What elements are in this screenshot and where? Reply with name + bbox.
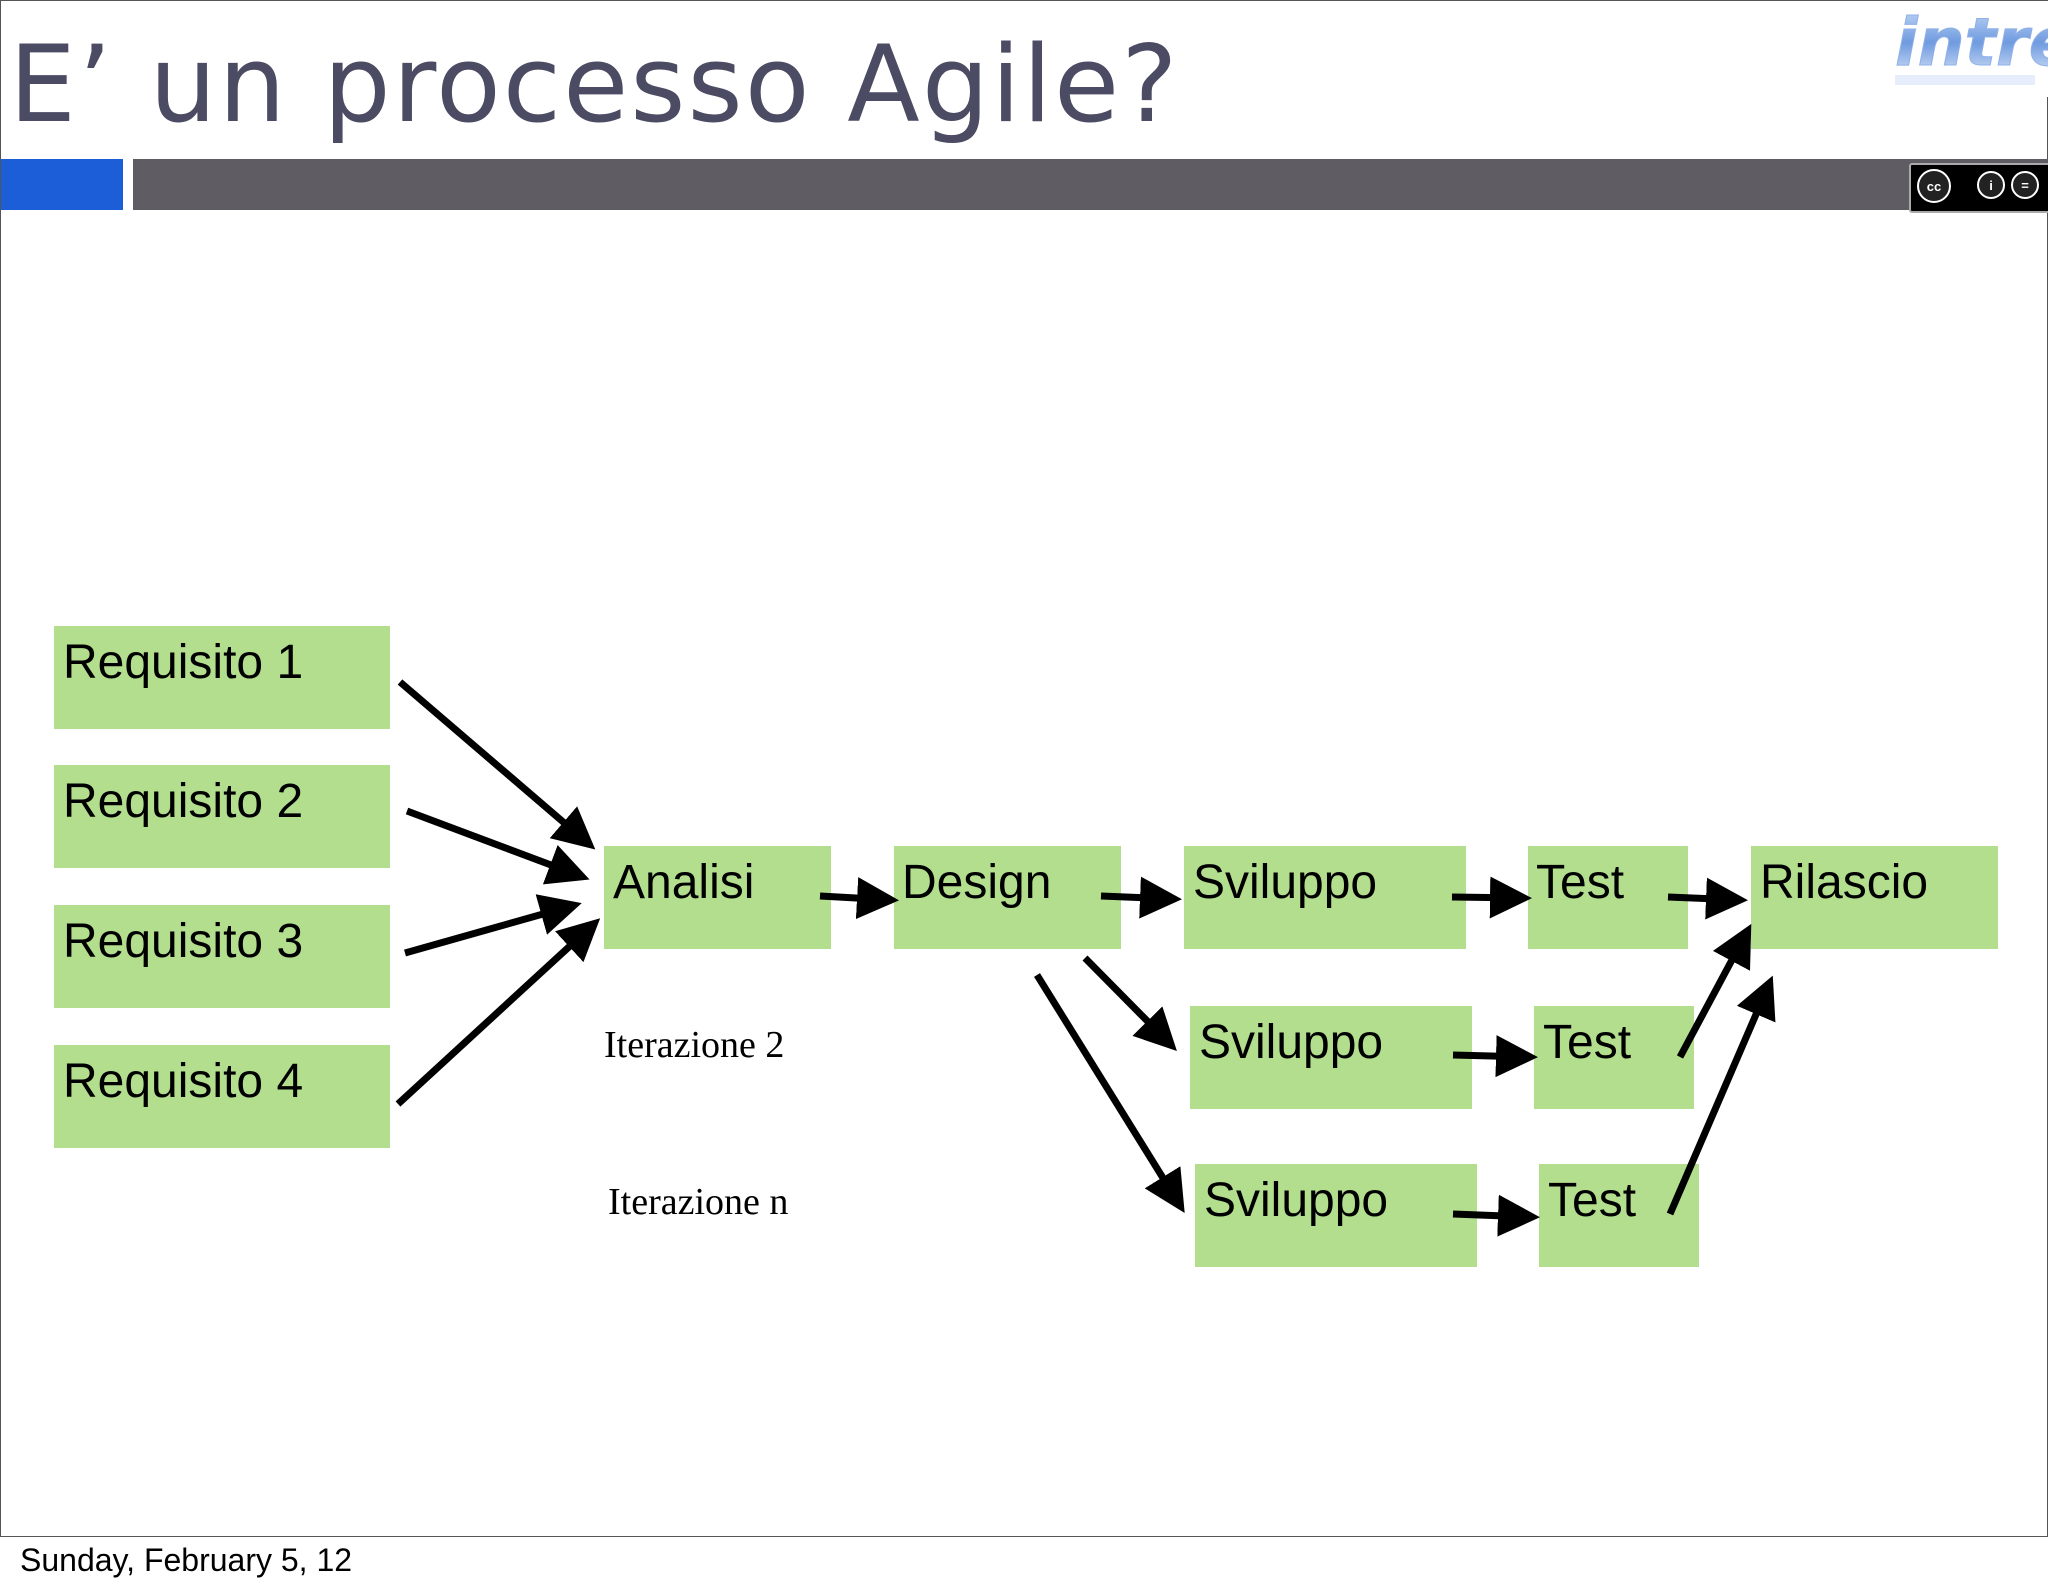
sviluppo-box-main: Sviluppo — [1184, 846, 1466, 949]
arrow-test-it2-rilascio — [1676, 923, 1752, 1059]
attribution-icon: i — [1977, 171, 2005, 199]
requirement-box-3: Requisito 3 — [54, 905, 390, 1008]
svg-text:intré: intré — [1895, 4, 2048, 81]
arrow-design-sviluppo-it2 — [1082, 955, 1177, 1051]
creative-commons-badge: cc i = — [1909, 163, 2048, 213]
cc-icon: cc — [1917, 169, 1951, 203]
test-box-iteration-2: Test — [1534, 1006, 1694, 1109]
slide-title: E’ un processo Agile? — [9, 23, 1180, 146]
requirement-box-2: Requisito 2 — [54, 765, 390, 868]
design-box: Design — [894, 846, 1121, 949]
slide: E’ un processo Agile? intré cc i = Requi… — [0, 0, 2048, 1537]
accent-bar-blue — [1, 159, 123, 210]
iteration-2-label: Iterazione 2 — [604, 1024, 785, 1066]
footer-date: Sunday, February 5, 12 — [20, 1542, 353, 1578]
arrow-sviluppo-test-it2 — [1452, 1035, 1538, 1078]
arrow-test-itn-rilascio — [1666, 975, 1776, 1216]
sviluppo-box-iteration-n: Sviluppo — [1195, 1164, 1477, 1267]
no-derivatives-icon: = — [2011, 171, 2039, 199]
arrow-sviluppo-test-itn — [1452, 1194, 1540, 1237]
sviluppo-box-iteration-2: Sviluppo — [1190, 1006, 1472, 1109]
intre-logo: intré — [1889, 1, 2048, 97]
test-box-main: Test — [1528, 846, 1688, 949]
arrow-req1-analisi — [397, 679, 596, 850]
accent-bar-grey — [133, 159, 2048, 210]
requirement-box-4: Requisito 4 — [54, 1045, 390, 1148]
arrow-analisi-design — [819, 877, 899, 920]
iteration-n-label: Iterazione n — [608, 1181, 789, 1223]
arrow-req2-analisi — [405, 807, 590, 885]
arrow-design-sviluppo — [1100, 876, 1182, 919]
arrow-test-rilascio — [1667, 877, 1748, 920]
arrow-sviluppo-test — [1451, 876, 1532, 919]
arrow-req3-analisi — [404, 894, 582, 957]
test-box-iteration-n: Test — [1539, 1164, 1699, 1267]
arrow-design-sviluppo-itn — [1034, 973, 1185, 1213]
analisi-box: Analisi — [604, 846, 831, 949]
rilascio-box: Rilascio — [1751, 846, 1998, 949]
requirement-box-1: Requisito 1 — [54, 626, 390, 729]
arrow-req4-analisi — [395, 918, 601, 1107]
